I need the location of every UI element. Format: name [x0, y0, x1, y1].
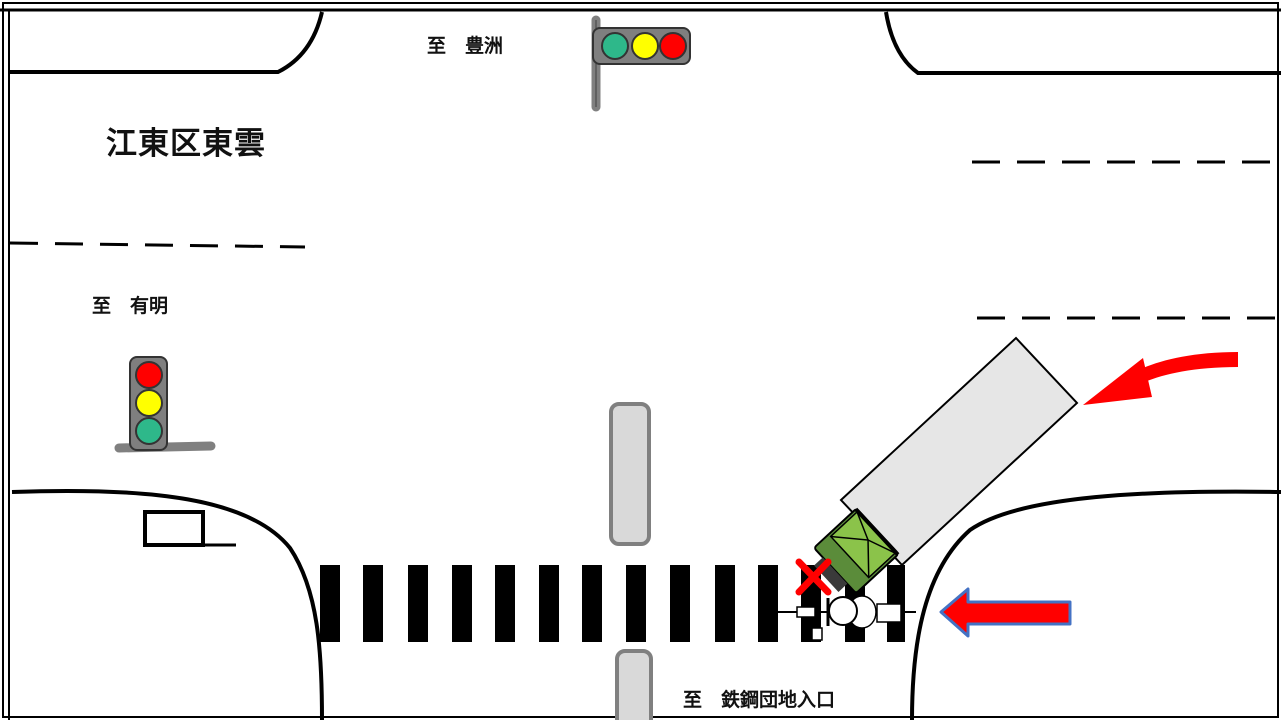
crosswalk-stripe [758, 565, 778, 642]
median-island-south [615, 649, 653, 720]
crosswalk-stripe [582, 565, 602, 642]
area-name-label: 江東区東雲 [106, 126, 266, 162]
crosswalk-stripe [495, 565, 515, 642]
crosswalk-stripe [408, 565, 428, 642]
direction-label-south: 至 鉄鋼団地入口 [683, 689, 836, 711]
signal-green-lamp [135, 417, 163, 445]
crosswalk-stripe [670, 565, 690, 642]
curb-bottom-left [11, 488, 324, 720]
signal-red-lamp [135, 361, 163, 389]
bicycle-direction-arrow-icon [939, 587, 1072, 638]
turn-arrow-icon [1083, 352, 1238, 405]
crosswalk-stripe [626, 565, 646, 642]
crosswalk-stripe [452, 565, 472, 642]
direction-label-west: 至 有明 [92, 295, 169, 317]
curb-top-left [10, 11, 324, 74]
crosswalk-stripe [363, 565, 383, 642]
signal-red-lamp [659, 32, 687, 60]
traffic-light-icon [114, 356, 216, 453]
crosswalk-stripe [539, 565, 559, 642]
lane-line-west [9, 241, 306, 249]
signal-yellow-lamp [135, 389, 163, 417]
bicycle-icon [776, 595, 916, 641]
signal-yellow-lamp [631, 32, 659, 60]
direction-label-north: 至 豊洲 [427, 35, 504, 57]
crosswalk-stripe [715, 565, 735, 642]
truck-icon [813, 336, 1079, 594]
roadside-box [143, 510, 205, 547]
traffic-light-icon [591, 15, 691, 112]
curb-bottom-right [910, 489, 1281, 720]
crosswalk-stripe [320, 565, 340, 642]
signal-green-lamp [601, 32, 629, 60]
median-island-north [609, 402, 651, 546]
curb-top-right [884, 11, 1281, 75]
x-mark-icon [795, 558, 832, 596]
